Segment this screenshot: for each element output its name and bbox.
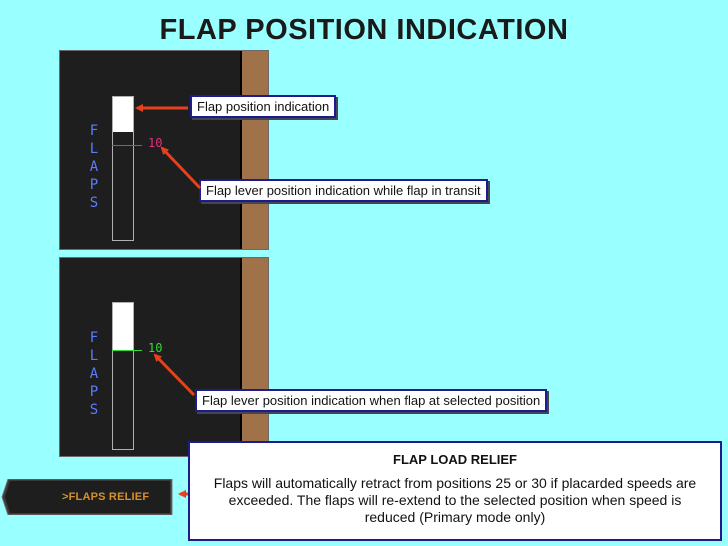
- arrow-lever-transit: [160, 146, 202, 190]
- flaps-letter: P: [89, 384, 99, 400]
- flaps-letter: A: [89, 366, 99, 382]
- brown-strip: [240, 258, 268, 456]
- flaps-relief-label: >FLAPS RELIEF: [62, 491, 150, 503]
- flap-lever-value: 10: [148, 136, 163, 150]
- flaps-relief-button[interactable]: [0, 479, 176, 515]
- flap-load-relief-box: FLAP LOAD RELIEF Flaps will automaticall…: [188, 441, 722, 541]
- flaps-letter: S: [89, 195, 99, 211]
- flaps-letter: L: [89, 348, 99, 364]
- arrow-lever-selected: [153, 353, 196, 397]
- flaps-vertical-label: F L A P S: [87, 122, 101, 212]
- flaps-letter: S: [89, 402, 99, 418]
- flap-display-panel-selected: F L A P S 10: [59, 257, 269, 457]
- page-title: FLAP POSITION INDICATION: [159, 14, 569, 46]
- relief-title: FLAP LOAD RELIEF: [393, 452, 517, 467]
- relief-body: Flaps will automatically retract from po…: [213, 475, 697, 525]
- brown-strip: [240, 51, 268, 249]
- flap-gauge: [112, 302, 134, 450]
- flap-lever-tick: [112, 145, 142, 146]
- flap-gauge: [112, 96, 134, 241]
- flap-lever-value: 10: [148, 341, 163, 355]
- flaps-letter: P: [89, 177, 99, 193]
- callout-lever-selected: Flap lever position indication when flap…: [195, 389, 548, 412]
- flaps-letter: F: [89, 123, 99, 139]
- flaps-letter: F: [89, 330, 99, 346]
- callout-flap-position: Flap position indication: [190, 95, 337, 118]
- flaps-letter: A: [89, 159, 99, 175]
- callout-lever-transit: Flap lever position indication while fla…: [199, 179, 488, 202]
- flap-position-fill: [113, 303, 133, 351]
- flap-position-fill: [113, 97, 133, 132]
- flap-lever-tick: [112, 350, 142, 351]
- flaps-vertical-label: F L A P S: [87, 329, 101, 419]
- flaps-letter: L: [89, 141, 99, 157]
